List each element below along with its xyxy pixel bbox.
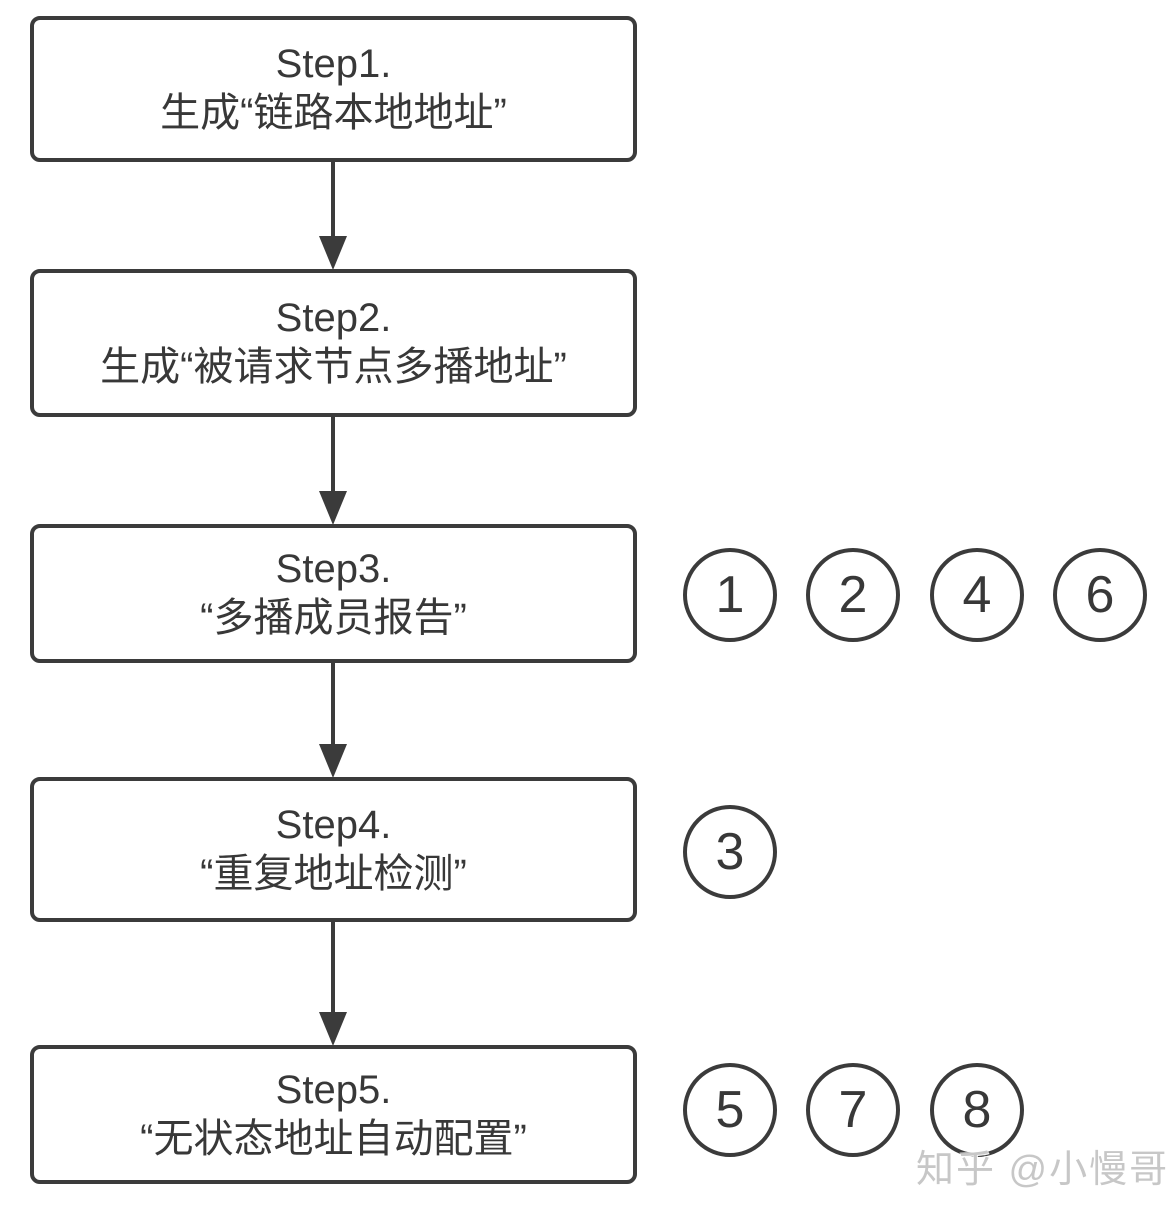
arrow-down-icon-3 xyxy=(319,744,347,778)
arrow-down-line-2 xyxy=(331,417,335,491)
step-4-subtitle: “重复地址检测” xyxy=(200,851,467,896)
step-2-box: Step2. 生成“被请求节点多播地址” xyxy=(30,269,637,417)
badge-8-label: 8 xyxy=(962,1081,992,1139)
step-4-box: Step4. “重复地址检测” xyxy=(30,777,637,922)
badge-1-label: 1 xyxy=(715,566,745,624)
badge-6-label: 6 xyxy=(1085,566,1115,624)
step-4-title: Step4. xyxy=(275,802,392,847)
badge-4-label: 4 xyxy=(962,566,992,624)
step-2-title: Step2. xyxy=(275,296,392,340)
step-2-subtitle: 生成“被请求节点多播地址” xyxy=(100,345,567,389)
step-5-subtitle: “无状态地址自动配置” xyxy=(140,1116,527,1161)
badge-circle-1: 1 xyxy=(683,548,777,642)
badge-2-label: 2 xyxy=(838,566,868,624)
step-1-subtitle: 生成“链路本地地址” xyxy=(160,91,507,135)
step-3-box: Step3. “多播成员报告” xyxy=(30,524,637,663)
badge-circle-3: 3 xyxy=(683,805,777,899)
badge-circle-4: 4 xyxy=(930,548,1024,642)
badge-7-label: 7 xyxy=(838,1081,868,1139)
arrow-down-icon-2 xyxy=(319,491,347,525)
watermark: 知乎 @小慢哥 xyxy=(916,1149,1168,1191)
step-1-title: Step1. xyxy=(275,42,392,86)
badge-circle-2: 2 xyxy=(806,548,900,642)
step-3-subtitle: “多播成员报告” xyxy=(200,595,467,640)
badge-circle-6: 6 xyxy=(1053,548,1147,642)
step-1-box: Step1. 生成“链路本地地址” xyxy=(30,16,637,162)
arrow-down-line-4 xyxy=(331,922,335,1012)
arrow-down-line-1 xyxy=(331,162,335,236)
step-5-title: Step5. xyxy=(275,1067,392,1112)
badge-3-label: 3 xyxy=(715,823,745,881)
step-3-title: Step3. xyxy=(275,546,392,591)
badge-5-label: 5 xyxy=(715,1081,745,1139)
arrow-down-icon-4 xyxy=(319,1012,347,1046)
badge-circle-5: 5 xyxy=(683,1063,777,1157)
step-5-box: Step5. “无状态地址自动配置” xyxy=(30,1045,637,1184)
badge-circle-8: 8 xyxy=(930,1063,1024,1157)
arrow-down-icon-1 xyxy=(319,236,347,270)
arrow-down-line-3 xyxy=(331,663,335,744)
badge-circle-7: 7 xyxy=(806,1063,900,1157)
